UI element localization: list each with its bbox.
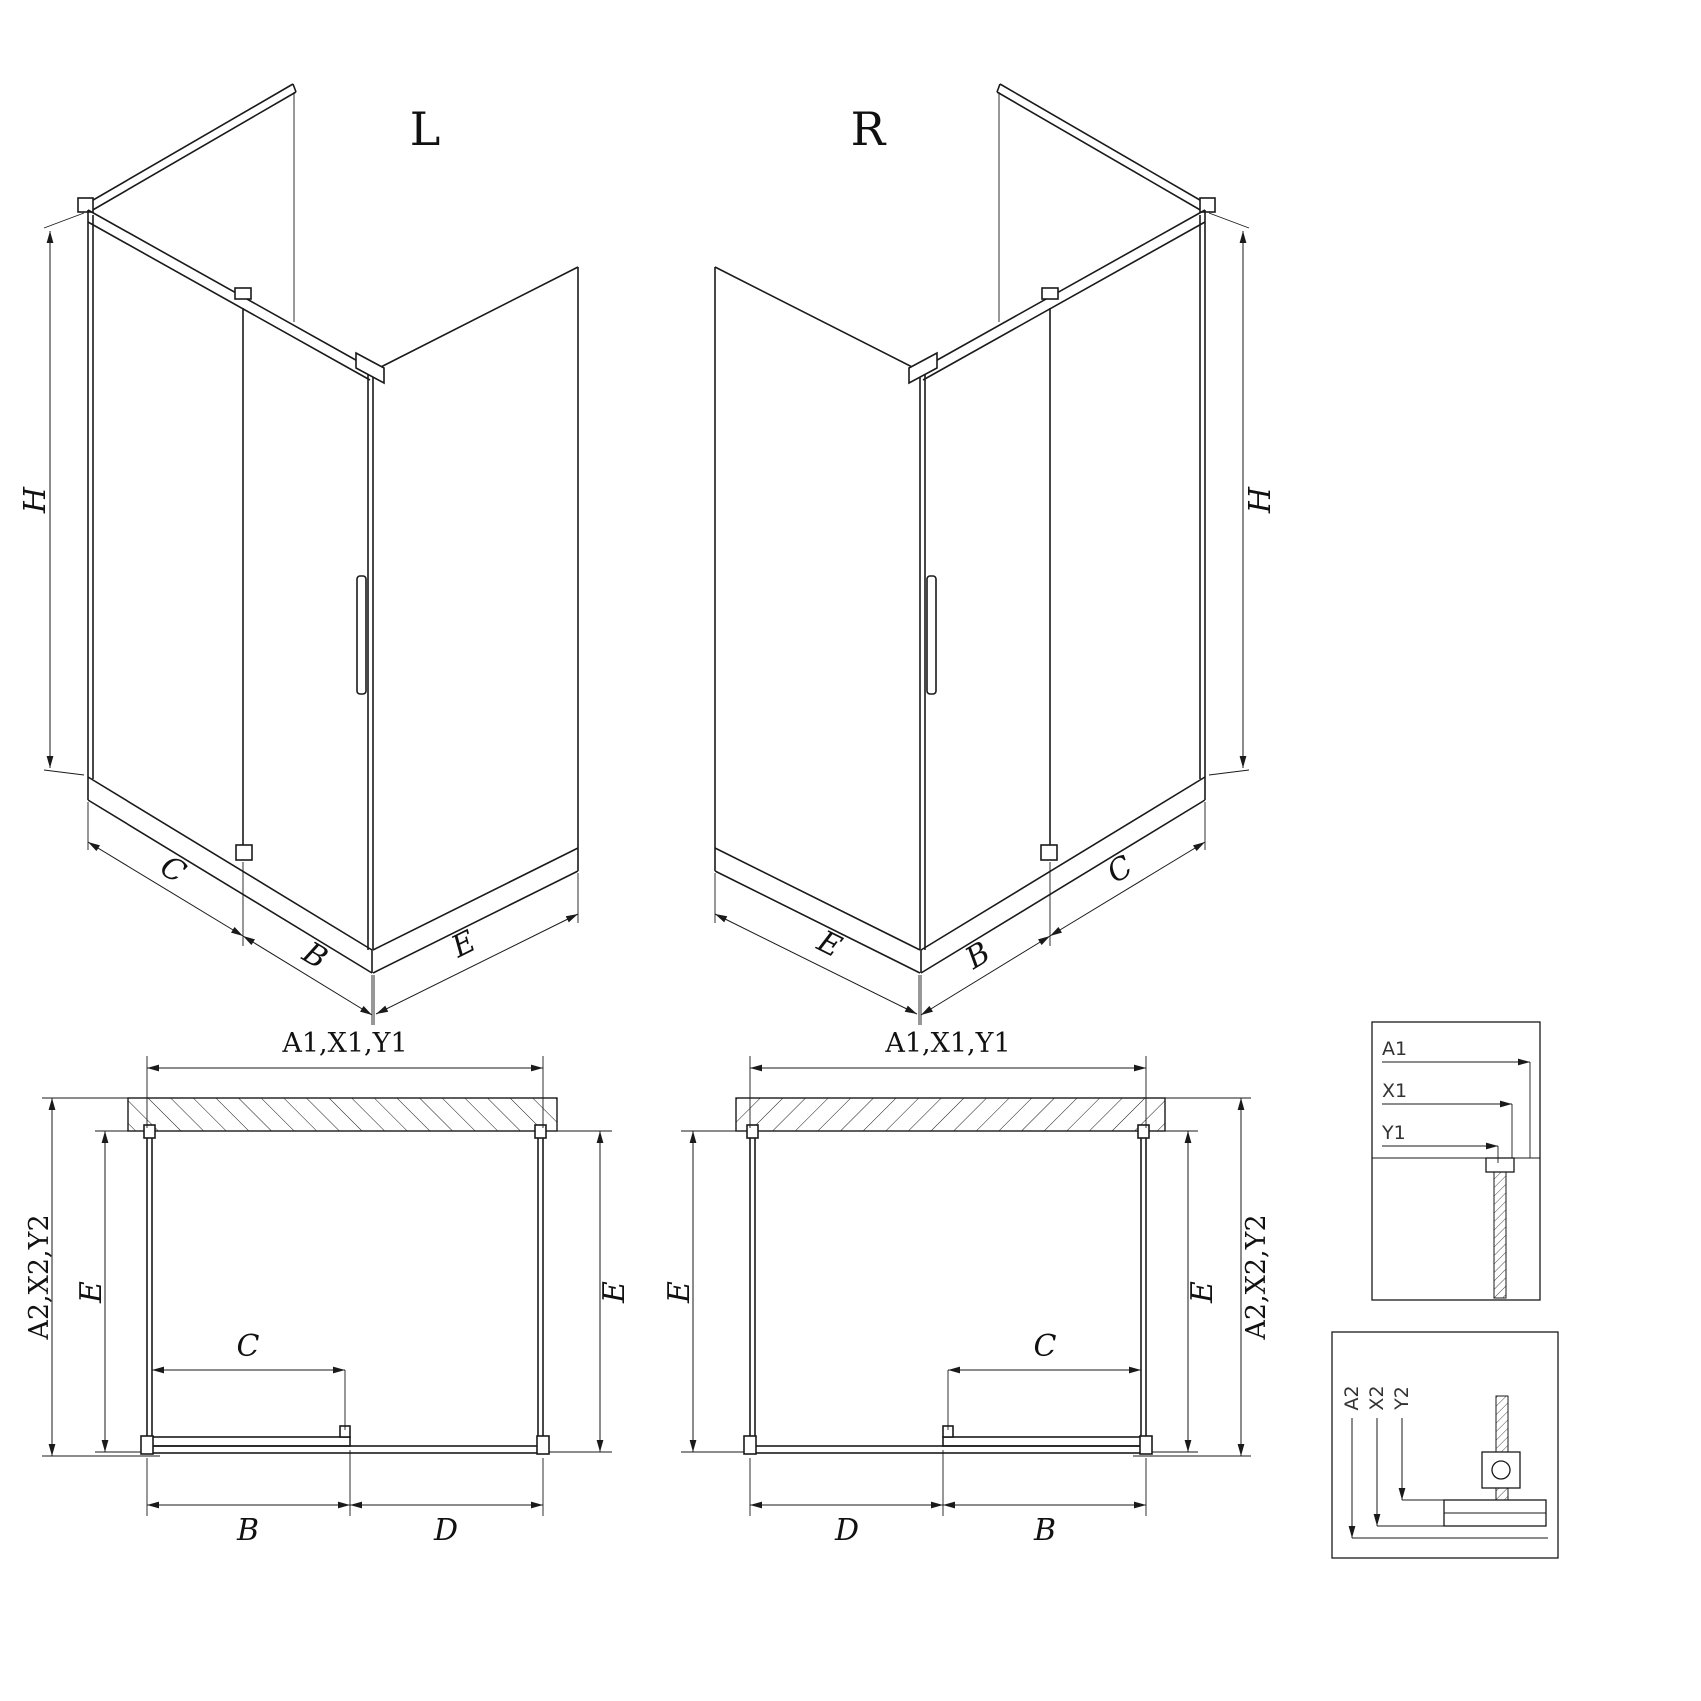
plan-right-d: D [834,1513,859,1548]
variant-label-right: R [851,102,887,156]
plan-right-e-right: E [1185,1281,1220,1304]
plan-view-right: A1,X1,Y1 A2,X2,Y2 E E C B D [662,1028,1272,1548]
detail-x2-label: X2 [1366,1385,1388,1410]
plan-left-d: D [433,1513,458,1548]
plan-right-depth-label: A2,X2,Y2 [1241,1214,1272,1340]
iso-view-right: R H C B E [715,84,1278,1025]
plan-left-depth-label: A2,X2,Y2 [24,1214,55,1340]
detail-bottom-track: A2 X2 Y2 [1331,1331,1559,1559]
dim-b-right: B [959,935,997,977]
detail-a2-label: A2 [1341,1385,1363,1410]
dim-b-left: B [296,935,334,977]
plan-right-c: C [1034,1329,1057,1364]
dim-c-right: C [1101,849,1139,891]
dim-h-left: H [18,486,53,514]
plan-right-e-left: E [662,1281,697,1304]
detail-y1-label: Y1 [1381,1122,1406,1144]
detail-y2-label: Y2 [1391,1386,1413,1411]
plan-left-b: B [236,1513,259,1548]
variant-label-left: L [410,102,441,156]
detail-wall-profile: A1 X1 Y1 [1371,1021,1541,1301]
plan-left-e-left: E [74,1281,109,1304]
dim-e-right: E [811,924,847,966]
dim-c-left: C [154,849,192,891]
plan-right-b: B [1033,1513,1056,1548]
plan-left-e-right: E [597,1281,632,1304]
iso-view-left: L H C B E [18,84,578,1025]
plan-left-width-label: A1,X1,Y1 [281,1028,407,1059]
plan-left-c: C [237,1329,260,1364]
plan-view-left: A1,X1,Y1 A2,X2,Y2 E E C B D [24,1028,632,1548]
dim-e-left: E [445,924,481,966]
detail-x1-label: X1 [1382,1080,1407,1102]
dim-h-right: H [1243,486,1278,514]
detail-a1-label: A1 [1382,1038,1407,1060]
plan-right-width-label: A1,X1,Y1 [884,1028,1010,1059]
